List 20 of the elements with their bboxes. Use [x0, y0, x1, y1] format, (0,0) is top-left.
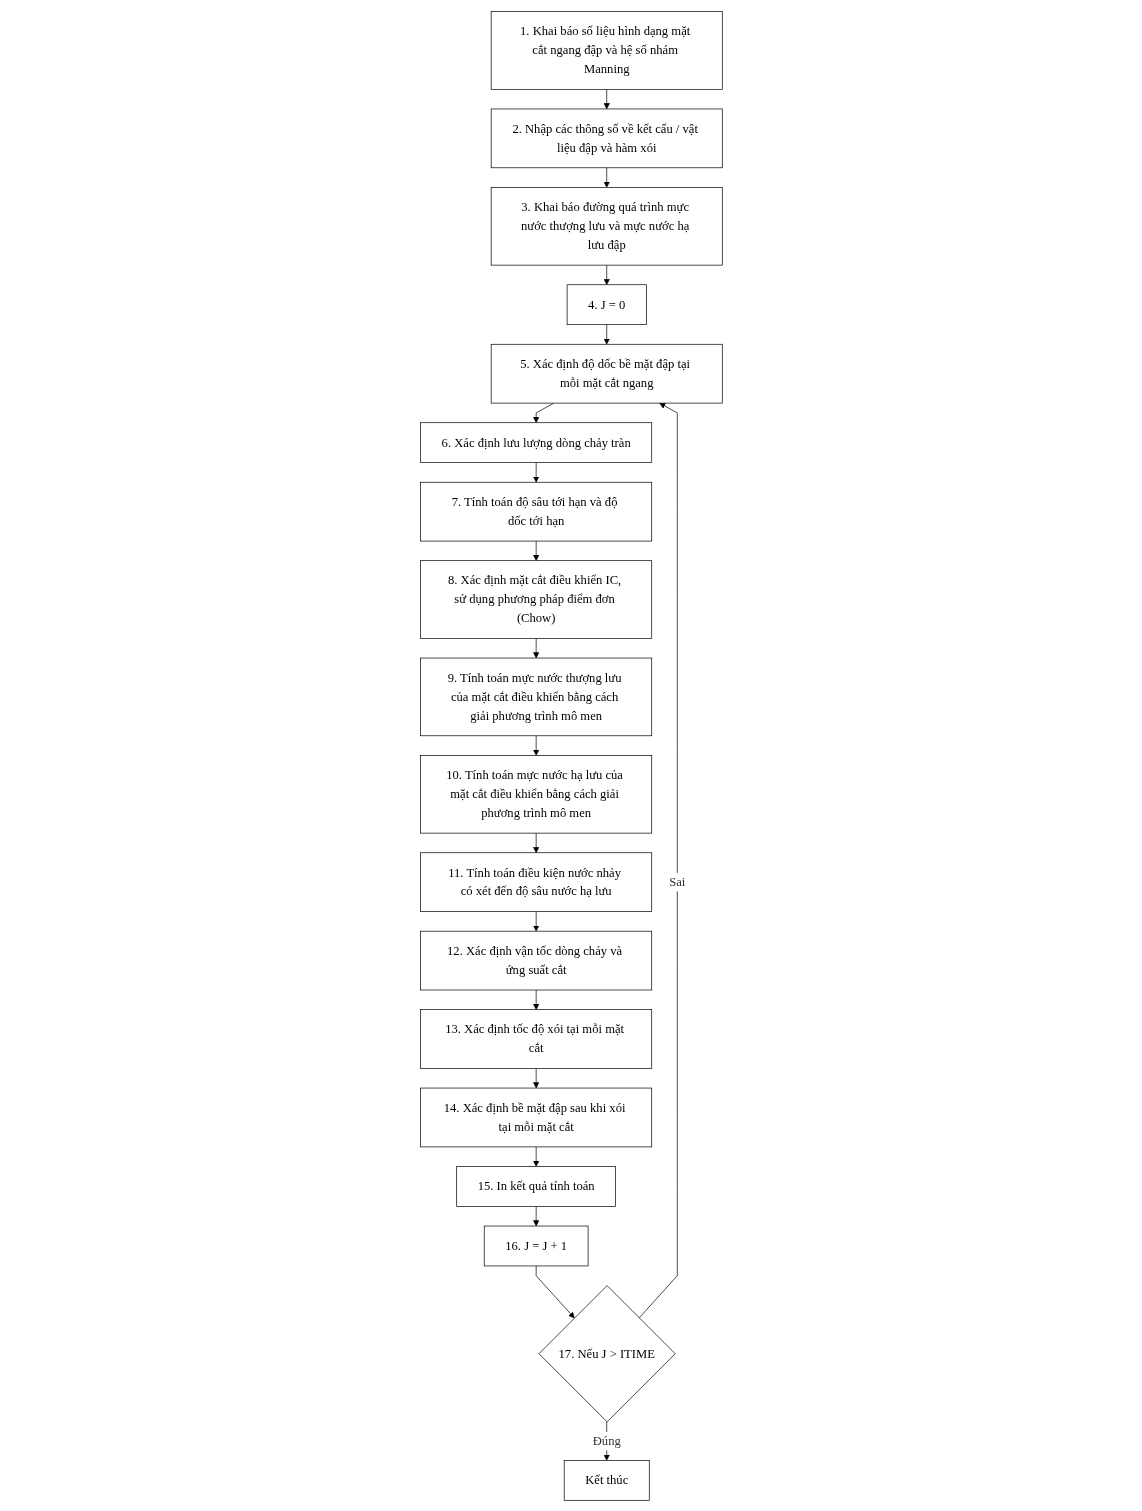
node-box: 6. Xác định lưu lượng dòng chảy tràn	[419, 421, 652, 463]
node-box: 16. J = J + 1	[483, 1225, 588, 1266]
node-box: 1. Khai báo số liệu hình dạng mặt cắt ngang đập và hệ số nhám Manning	[490, 10, 723, 90]
node-box: 3. Khai báo đường quá trình mực nước thượng lưu và mực nước hạ lưu đập	[490, 186, 723, 265]
node-diamond: 17. Nếu J > ITIME	[538, 1284, 676, 1422]
edge-label: Đúng	[592, 1433, 621, 1448]
node-box: 4. J = 0	[566, 283, 647, 325]
node-box: 5. Xác định độ dốc bề mặt đập tại mỗi mặt cắt ngang	[490, 343, 723, 403]
node-box: Kết thúc	[563, 1459, 650, 1501]
node-box: 13. Xác định tốc độ xói tại mỗi mặt cắt	[419, 1008, 652, 1069]
node-box: 2. Nhập các thông số về kết cấu / vật liệu đập và hàm xói	[490, 108, 723, 168]
edge-label: Sai	[668, 874, 685, 889]
node-box: 10. Tính toán mực nước hạ lưu của mặt cắt điều khiển bằng cách giải phương trình mô men	[419, 754, 652, 833]
node-box: 12. Xác định vận tốc dòng chảy và ứng suất cắt	[419, 930, 652, 990]
node-box: 14. Xác định bề mặt đập sau khi xói tại mỗi mặt cắt	[419, 1087, 652, 1147]
node-box: 8. Xác định mặt cắt điều khiển IC, sử dụng phương pháp điểm đơn (Chow)	[419, 559, 652, 639]
node-box: 9. Tính toán mực nước thượng lưu của mặt cắt điều khiển bằng cách giải phương trình mô men	[419, 657, 652, 736]
node-box: 11. Tính toán điều kiện nước nhảy có xét đến độ sâu nước hạ lưu	[419, 851, 652, 912]
node-box: 15. In kết quả tính toán	[455, 1165, 616, 1207]
node-box: 7. Tính toán độ sâu tới hạn và độ dốc tới hạn	[419, 481, 652, 541]
